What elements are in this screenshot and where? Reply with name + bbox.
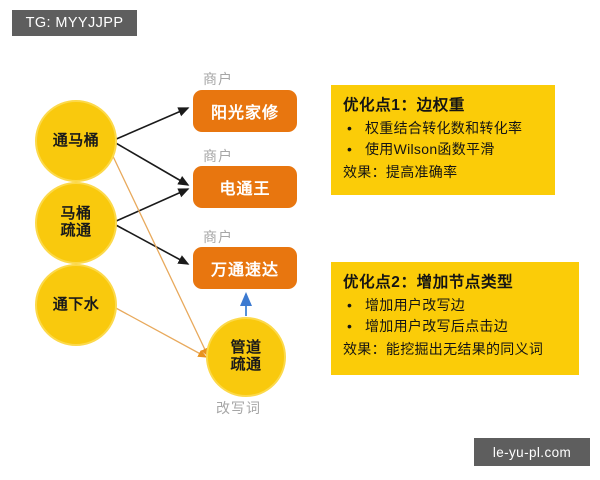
edge-matongshutong-to-wantong (113, 223, 190, 265)
merchant-node-wantong[interactable]: 万通速达 (193, 247, 297, 289)
panel-bullet-item: • 使用Wilson函数平滑 (343, 139, 543, 160)
optimization-panel-1: 优化点1：边权重 • 权重结合转化数和转化率 • 使用Wilson函数平滑 效果… (331, 85, 555, 195)
node-label: 通下水 (52, 295, 100, 313)
node-label: 管道 疏通 (230, 339, 262, 373)
watermark-bottom-badge: le-yu-pl.com (474, 438, 590, 466)
bullet-icon: • (347, 318, 353, 334)
bullet-icon: • (347, 141, 353, 157)
panel-bullet-item: • 权重结合转化数和转化率 (343, 118, 543, 139)
bullet-text: 使用Wilson函数平滑 (365, 141, 495, 157)
panel-title: 优化点1：边权重 (343, 97, 465, 114)
rewrite-node-caption: 改写词 (216, 400, 261, 416)
merchant-caption-wantong: 商户 (203, 229, 233, 245)
node-label: 马桶 疏通 (60, 205, 92, 239)
merchant-node-diantong[interactable]: 电通王 (193, 166, 297, 208)
edge-tongxiashui-to-guandaoshutong (113, 306, 208, 358)
bullet-icon: • (347, 297, 353, 313)
merchant-caption-diantong: 商户 (203, 148, 233, 164)
bullet-text: 增加用户改写后点击边 (365, 318, 508, 334)
edge-tongmatong-to-diantong (113, 141, 190, 186)
node-label: 通马桶 (52, 131, 100, 149)
bullet-icon: • (347, 120, 353, 136)
merchant-label: 电通王 (219, 181, 271, 198)
merchant-caption-yangguang: 商户 (203, 71, 233, 87)
panel-bullet-item: • 增加用户改写边 (343, 295, 567, 316)
rewrite-node-guandaoshutong[interactable]: 管道 疏通 (206, 317, 286, 397)
optimization-panel-2: 优化点2：增加节点类型 • 增加用户改写边 • 增加用户改写后点击边 效果：能挖… (331, 262, 579, 375)
panel-bullet-list: • 增加用户改写边 • 增加用户改写后点击边 (343, 295, 567, 337)
query-node-tongxiashui[interactable]: 通下水 (35, 264, 117, 346)
panel-effect: 效果：能挖掘出无结果的同义词 (343, 341, 544, 357)
panel-effect: 效果：提高准确率 (343, 164, 458, 180)
query-node-tongmatong[interactable]: 通马桶 (35, 100, 117, 182)
panel-bullet-list: • 权重结合转化数和转化率 • 使用Wilson函数平滑 (343, 118, 543, 160)
edge-tongmatong-to-yangguang (113, 107, 190, 141)
query-node-matongshutong[interactable]: 马桶 疏通 (35, 182, 117, 264)
merchant-label: 阳光家修 (210, 105, 279, 122)
merchant-node-yangguang[interactable]: 阳光家修 (193, 90, 297, 132)
bullet-text: 增加用户改写边 (365, 297, 466, 313)
watermark-top-badge: TG: MYYJJPP (12, 10, 137, 36)
panel-bullet-item: • 增加用户改写后点击边 (343, 316, 567, 337)
edge-matongshutong-to-diantong (113, 188, 190, 223)
panel-title: 优化点2：增加节点类型 (343, 274, 514, 291)
merchant-label: 万通速达 (210, 262, 279, 279)
bullet-text: 权重结合转化数和转化率 (365, 120, 523, 136)
